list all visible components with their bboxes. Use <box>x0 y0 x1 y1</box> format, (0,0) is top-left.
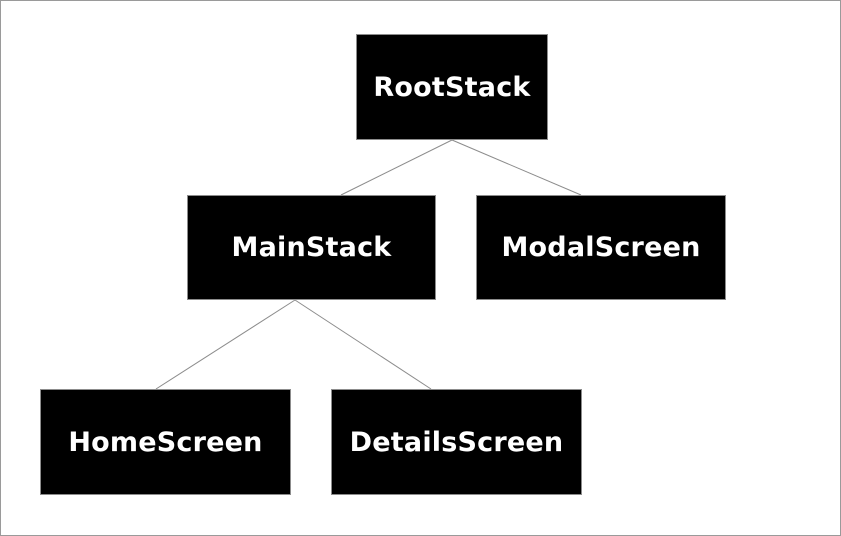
node-label-modal-screen: ModalScreen <box>501 232 701 263</box>
node-label-details-screen: DetailsScreen <box>349 426 564 458</box>
edge-root-stack-to-modal-screen <box>451 139 582 196</box>
node-main-stack[interactable]: MainStack <box>187 195 436 300</box>
node-label-root-stack: RootStack <box>373 71 531 103</box>
edge-main-stack-to-details-screen <box>294 299 432 390</box>
node-label-home-screen: HomeScreen <box>68 426 263 458</box>
node-modal-screen[interactable]: ModalScreen <box>476 195 726 300</box>
node-details-screen[interactable]: DetailsScreen <box>331 389 582 495</box>
node-home-screen[interactable]: HomeScreen <box>40 389 291 495</box>
node-root-stack[interactable]: RootStack <box>356 34 548 140</box>
node-label-main-stack: MainStack <box>231 232 392 263</box>
edge-main-stack-to-home-screen <box>155 299 296 390</box>
edge-root-stack-to-main-stack <box>340 139 453 196</box>
